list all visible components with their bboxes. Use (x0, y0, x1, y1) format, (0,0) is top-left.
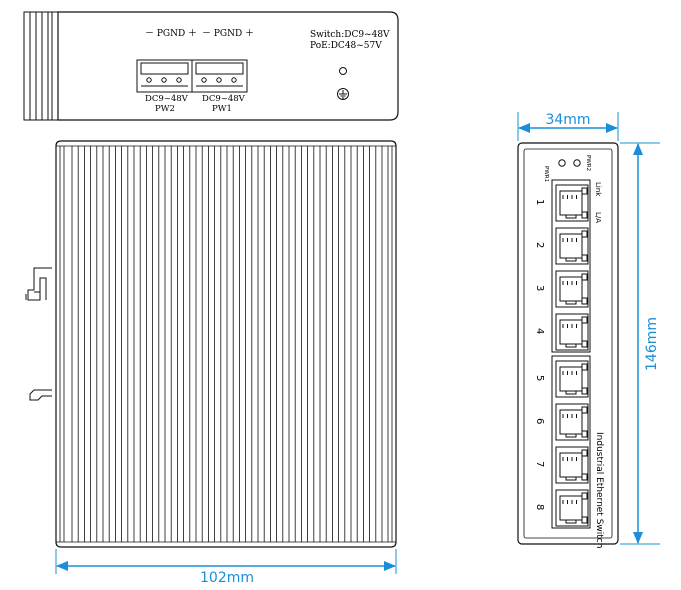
link-label: Link (594, 182, 602, 197)
heat-sink-fins (59, 146, 393, 542)
link-led-icon (581, 406, 588, 414)
pwr2-led-icon (573, 159, 581, 167)
pw2-label: PW2 (155, 104, 175, 114)
link-led-icon (581, 273, 588, 281)
link-led-icon (581, 316, 588, 324)
dimension-width-side: 102mm (55, 549, 397, 586)
din-clip (23, 11, 59, 121)
top-view: － PGND ＋ － PGND ＋ DC9~48V PW2 DC9~48V PW… (23, 11, 399, 121)
port-numbers: 1 2 3 4 5 6 7 8 (534, 199, 545, 510)
din-rail-bracket (27, 267, 52, 401)
rj45-port[interactable] (555, 360, 589, 398)
la-led-icon (581, 516, 588, 524)
port-number-label: 3 (534, 285, 545, 291)
port-number-label: 7 (534, 461, 545, 467)
port-number-label: 6 (534, 418, 545, 424)
rj45-port[interactable] (555, 489, 589, 527)
terminal-pw2-polarity: － PGND ＋ (145, 28, 197, 39)
la-led-icon (581, 211, 588, 219)
port-number-label: 2 (534, 242, 545, 248)
port-group-1-4 (551, 179, 591, 353)
pwr1-led-icon (558, 159, 566, 167)
pwr2-label: PWR2 (585, 155, 591, 171)
la-led-icon (581, 473, 588, 481)
link-led-icon (581, 449, 588, 457)
link-led-icon (581, 230, 588, 238)
rj45-port[interactable] (555, 227, 589, 265)
side-view (25, 140, 397, 548)
la-led-icon (581, 430, 588, 438)
port-number-label: 8 (534, 504, 545, 510)
la-led-icon (581, 387, 588, 395)
pw1-label: PW1 (212, 104, 232, 114)
pw2-voltage-label: DC9~48V (145, 94, 189, 104)
la-led-icon (581, 254, 588, 262)
la-label: L/A (594, 212, 602, 223)
product-name: Industrial Ethernet Switch (594, 432, 604, 548)
pw1-voltage-label: DC9~48V (202, 94, 246, 104)
rj45-port[interactable] (555, 270, 589, 308)
rj45-port[interactable] (555, 446, 589, 484)
la-led-icon (581, 340, 588, 348)
port-group-5-8 (551, 355, 591, 529)
terminal-block-pw1 (191, 59, 248, 93)
link-led-icon (581, 187, 588, 195)
front-view: PWR1 PWR2 Link L/A 1 2 3 4 5 6 7 8 Industrial E… (517, 142, 619, 548)
dimension-width-front: 34mm (517, 112, 619, 141)
la-led-icon (581, 297, 588, 305)
dimension-height-front-label: 146mm (644, 317, 660, 371)
ground-screw-icon (337, 88, 349, 100)
rj45-port[interactable] (555, 403, 589, 441)
terminal-pw1-polarity: － PGND ＋ (202, 28, 254, 39)
switch-voltage-label: Switch:DC9~48V (310, 30, 390, 40)
dimension-height-front: 146mm (620, 142, 660, 545)
front-panel-inner (523, 148, 613, 539)
port-number-label: 4 (534, 328, 545, 334)
dimension-width-front-label: 34mm (545, 112, 590, 128)
top-view-body (57, 11, 399, 121)
pwr1-label: PWR1 (543, 166, 549, 182)
front-panel-outline (517, 142, 619, 545)
link-led-icon (581, 363, 588, 371)
dimension-width-side-label: 102mm (200, 570, 254, 586)
rj45-port[interactable] (555, 184, 589, 222)
poe-voltage-label: PoE:DC48~57V (310, 41, 382, 51)
rj45-port[interactable] (555, 313, 589, 351)
reset-hole-icon (339, 67, 347, 75)
port-number-label: 5 (534, 375, 545, 381)
terminal-block-pw2 (136, 59, 193, 93)
port-number-label: 1 (534, 199, 545, 205)
rj45-ports (555, 184, 589, 527)
link-led-icon (581, 492, 588, 500)
